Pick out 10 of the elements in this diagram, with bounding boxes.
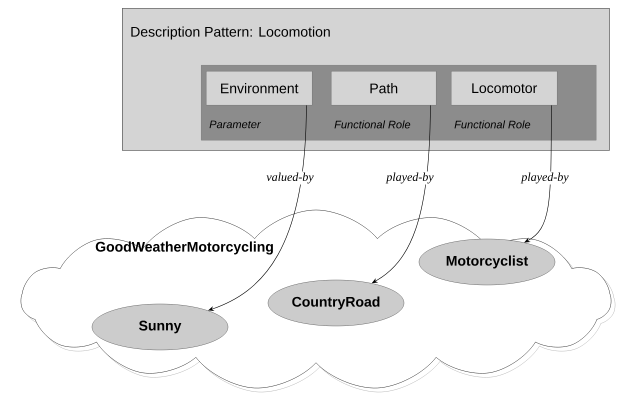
edge-label: played-by [386,172,434,184]
role-box: Environment [206,71,312,106]
role-box: Locomotor [451,71,558,106]
role-type-label: Functional Role [334,120,410,128]
box-title: Description Pattern: Locomotion [131,26,330,40]
edge-label: valued-by [266,172,314,184]
edge-label: played-by [520,172,569,184]
role-type-label: Parameter [210,120,261,128]
role-type-label: Functional Role [454,120,530,128]
role-box: Path [331,71,436,106]
